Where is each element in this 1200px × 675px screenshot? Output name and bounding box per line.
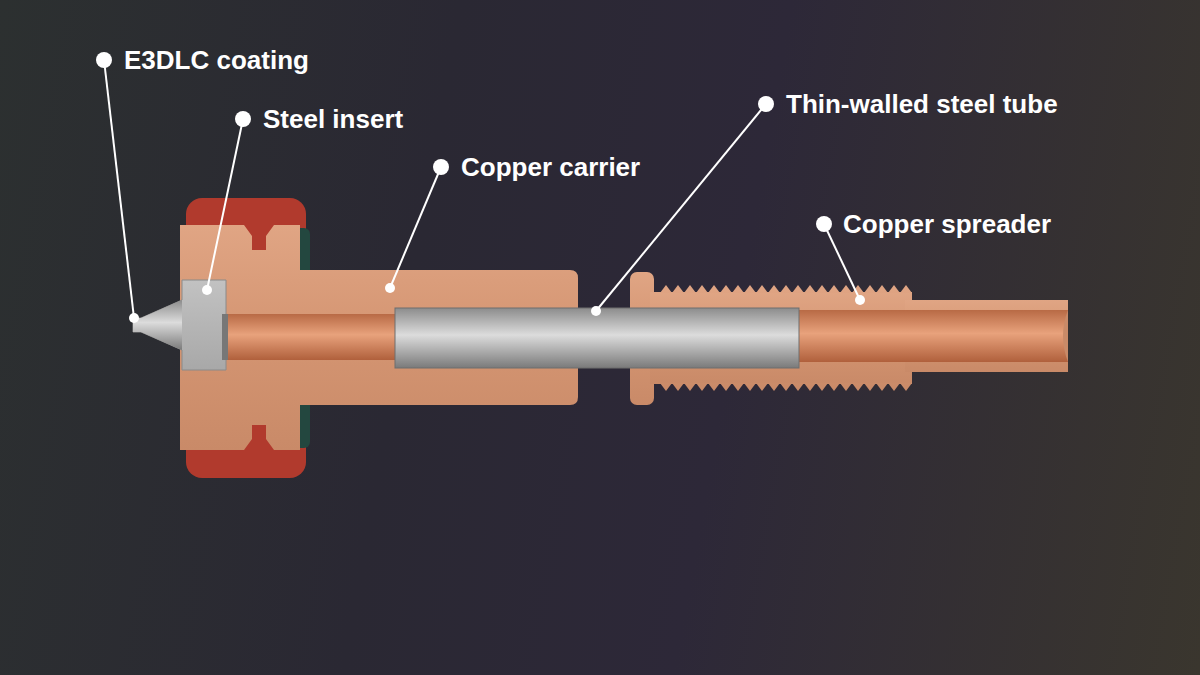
insert-edge (222, 314, 228, 360)
part-label: Steel insert (263, 103, 403, 135)
steel-tube (395, 308, 799, 368)
part-label: Copper carrier (461, 151, 640, 183)
nozzle-cone (133, 300, 182, 350)
carrier-bore (222, 314, 400, 360)
bore-end (1063, 310, 1068, 362)
leader-lines (104, 60, 860, 318)
part-label: Thin-walled steel tube (786, 88, 1058, 120)
part-label: E3DLC coating (124, 44, 309, 76)
part-label: Copper spreader (843, 208, 1051, 240)
leader-dots (96, 52, 865, 323)
steel-insert (133, 280, 226, 370)
